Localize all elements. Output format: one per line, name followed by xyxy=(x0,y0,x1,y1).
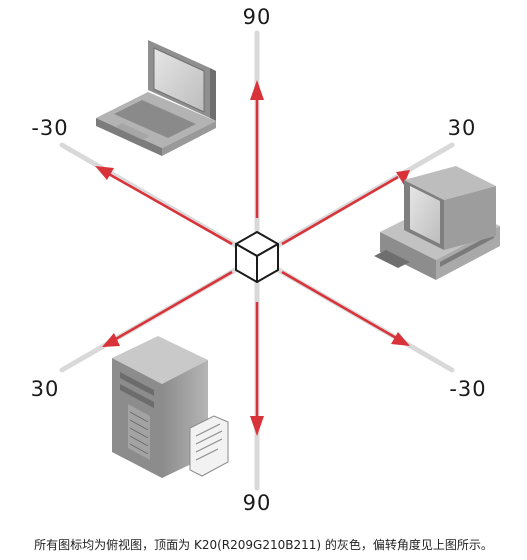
figure-caption: 所有图标均为俯视图，顶面为 K20(R209G210B211) 的灰色，偏转角度… xyxy=(34,538,493,552)
laptop-icon xyxy=(96,40,216,156)
label-bottom-angle: 90 xyxy=(243,491,272,515)
arrow-down xyxy=(250,302,264,436)
label-top-angle: 90 xyxy=(243,5,272,29)
cube-icon xyxy=(235,231,279,283)
arrow-lower-left xyxy=(102,270,233,347)
server-with-document-icon xyxy=(112,336,229,478)
arrow-upper-right xyxy=(281,170,410,246)
arrow-lower-right xyxy=(281,270,410,346)
arrow-up xyxy=(250,80,264,218)
arrow-upper-left xyxy=(95,166,233,246)
label-upper-right-angle: 30 xyxy=(448,116,477,140)
label-upper-left-angle: -30 xyxy=(31,116,68,140)
direction-arrows xyxy=(95,80,410,436)
desktop-computer-icon xyxy=(374,166,500,280)
label-lower-left-angle: 30 xyxy=(31,377,60,401)
isometric-orientation-diagram: 90 90 -30 30 30 -30 xyxy=(31,5,500,515)
label-lower-right-angle: -30 xyxy=(449,377,486,401)
